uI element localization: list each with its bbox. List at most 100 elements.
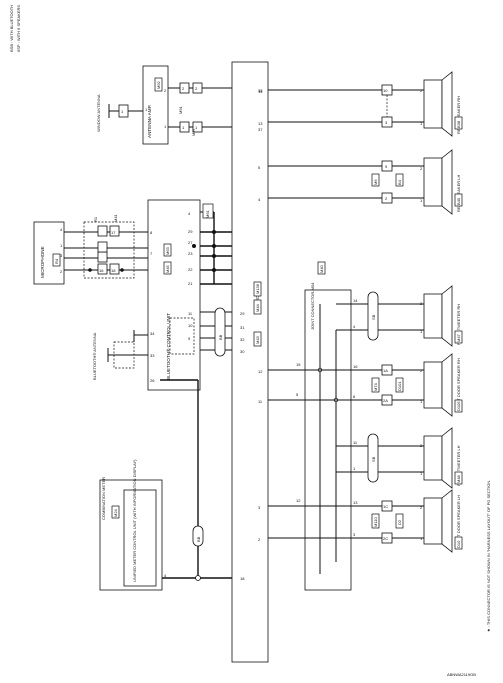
connector-label: M91 <box>178 105 183 114</box>
microphone-connector-label: R4 <box>54 258 59 264</box>
front-door-speaker-lh: FRONT DOOR SPEAKER LH D10 2 1 <box>420 489 463 553</box>
combination-meter-connector-label: M24 <box>113 508 118 517</box>
pin-label: 2 <box>420 301 423 306</box>
audio-unit-connector-label: M43 <box>255 335 260 344</box>
pin-label: 1 <box>420 536 423 541</box>
front-tweeter-lh: FRONT TWEETER LH M48 2 1 <box>420 427 463 489</box>
pin-label: 14 <box>258 89 263 94</box>
connector-label: M74 <box>373 382 378 391</box>
legend-item-bluetooth: BSB : WITH BLUETOOTH <box>9 5 14 52</box>
connector-label: R1 <box>93 216 98 222</box>
front-tweeter-rh-label: FRONT TWEETER RH <box>456 304 461 345</box>
connector-label: M41 <box>113 213 118 222</box>
pin-label: 13 <box>353 500 358 505</box>
bluetooth-power-wires: M61 <box>192 203 232 285</box>
window-antenna-label: WINDOW ANTENNA <box>96 94 101 132</box>
rear-speaker-lh: REAR SPEAKER LH B40 2 1 9 2 M6 B4 5 4 <box>258 149 463 215</box>
pin-label: 2 <box>164 88 167 93</box>
bluetooth-control-unit: BLUETOOTH® CONTROL UNIT M45 M63 4 29 27 … <box>147 199 201 391</box>
pin-label: 13 <box>258 121 263 126</box>
pin-label: 15 <box>296 362 301 367</box>
pin-label: 2C <box>383 536 388 541</box>
pin-label: 26 <box>150 378 155 383</box>
unified-meter-label: UNIFIED METER CONTROL UNIT (WITH INFORMA… <box>132 459 137 582</box>
pin-label: 30 <box>240 349 245 354</box>
pin-label: 3 <box>385 120 388 125</box>
pin-label: 9 <box>188 336 191 341</box>
audio-unit-connector-label: M44 <box>255 303 260 312</box>
bluetooth-audio-wires: BB 29 31 32 30 <box>169 307 245 357</box>
pin-label: 1C <box>383 504 388 509</box>
pin-label: 3 <box>353 532 356 537</box>
joint-connector-connector-label: M40 <box>319 264 324 273</box>
pin-label: 1 <box>182 125 185 130</box>
pin-label: 23 <box>188 251 193 256</box>
combination-meter-label: COMBINATION METER <box>101 477 106 520</box>
connector-label: M6 <box>373 179 378 185</box>
pin-label: 1 <box>60 243 63 248</box>
microphone: MICROPHONE R4 4 1 3 2 <box>33 221 65 285</box>
pin-label: 11 <box>353 440 358 445</box>
pin-label: 2 <box>420 443 423 448</box>
pin-label: 1 <box>145 107 148 112</box>
pin-label: 3 <box>258 505 261 510</box>
pin-label: 1 <box>353 466 356 471</box>
pin-label: 5 <box>296 392 299 397</box>
pin-label: 4 <box>188 211 191 216</box>
pin-label: 10 <box>383 88 388 93</box>
pin-label: 1 <box>420 471 423 476</box>
bluetooth-unit-label: BLUETOOTH® CONTROL UNIT <box>165 313 171 380</box>
pin-label: 1 <box>420 329 423 334</box>
pin-label: 16 <box>99 268 104 273</box>
pin-label: 1 <box>121 109 124 114</box>
pin-label: 9 <box>385 164 388 169</box>
pin-label: 16 <box>353 364 358 369</box>
joint-connector-label: JOINT CONNECTOR-M04 <box>310 282 315 330</box>
connector-label: B4 <box>397 179 402 185</box>
pin-label: 18 <box>240 576 245 581</box>
pin-label: 1 <box>164 124 167 129</box>
pin-label: 11 <box>258 399 263 404</box>
pin-label: 1 <box>195 125 198 130</box>
antenna-amp-label: ANTENNA AMP. <box>147 105 152 138</box>
footnote: ★ : THIS CONNECTOR IS NOT SHOWN IN "HARN… <box>486 480 491 632</box>
pin-label: 1 <box>420 399 423 404</box>
antenna-wires: 2 1 2 1 M91 M97 38 37 <box>168 82 263 136</box>
pin-label: 34 <box>150 331 155 336</box>
connector-label: M97 <box>191 127 196 136</box>
pin-label: 5 <box>258 165 261 170</box>
speaker-connector-label: D10 <box>456 540 461 548</box>
pin-label: 4 <box>258 197 261 202</box>
audio-unit-connector-label: M136 <box>255 283 260 294</box>
bluetooth-unit-connector-label: M45 <box>165 264 170 273</box>
pin-label: 29 <box>188 229 193 234</box>
legend: BSB : WITH BLUETOOTH 6SP : WITH 6 SPEAKE… <box>9 5 21 52</box>
bluetooth-antenna-label: BLUETOOTH® ANTENNA <box>92 332 97 380</box>
pin-label: 1 <box>420 121 423 126</box>
microphone-label: MICROPHONE <box>40 246 45 278</box>
pin-label: 2 <box>420 368 423 373</box>
pin-label: 1 <box>420 198 423 203</box>
shield-label: SB <box>371 456 376 462</box>
pin-label: 3 <box>60 253 63 258</box>
bluetooth-antenna: BLUETOOTH® ANTENNA <box>92 330 148 380</box>
window-antenna: 1 WINDOW ANTENNA <box>96 94 143 132</box>
shield-label: BB <box>218 334 223 340</box>
pin-label: 38 <box>258 88 263 93</box>
pin-label: 2 <box>420 166 423 171</box>
speaker-connector-label: B38 <box>456 120 461 128</box>
pin-label: 29 <box>240 311 245 316</box>
rear-speaker-rh-label: REAR SPEAKER RH <box>456 96 461 134</box>
legend-item-6-speakers: 6SP : WITH 6 SPEAKERS <box>16 5 21 52</box>
pin-label: 2 <box>385 196 388 201</box>
pin-label: 2 <box>420 505 423 510</box>
front-tweeter-rh: FRONT TWEETER RH M47 2 1 <box>420 285 463 347</box>
pin-label: 32 <box>240 337 245 342</box>
pin-label: 11 <box>188 311 193 316</box>
pin-label: 4 <box>60 227 63 232</box>
pin-label: 2 <box>60 269 63 274</box>
pin-label: 1A <box>383 368 388 373</box>
pin-label: 18 <box>111 268 116 273</box>
pin-label: 17 <box>111 230 116 235</box>
